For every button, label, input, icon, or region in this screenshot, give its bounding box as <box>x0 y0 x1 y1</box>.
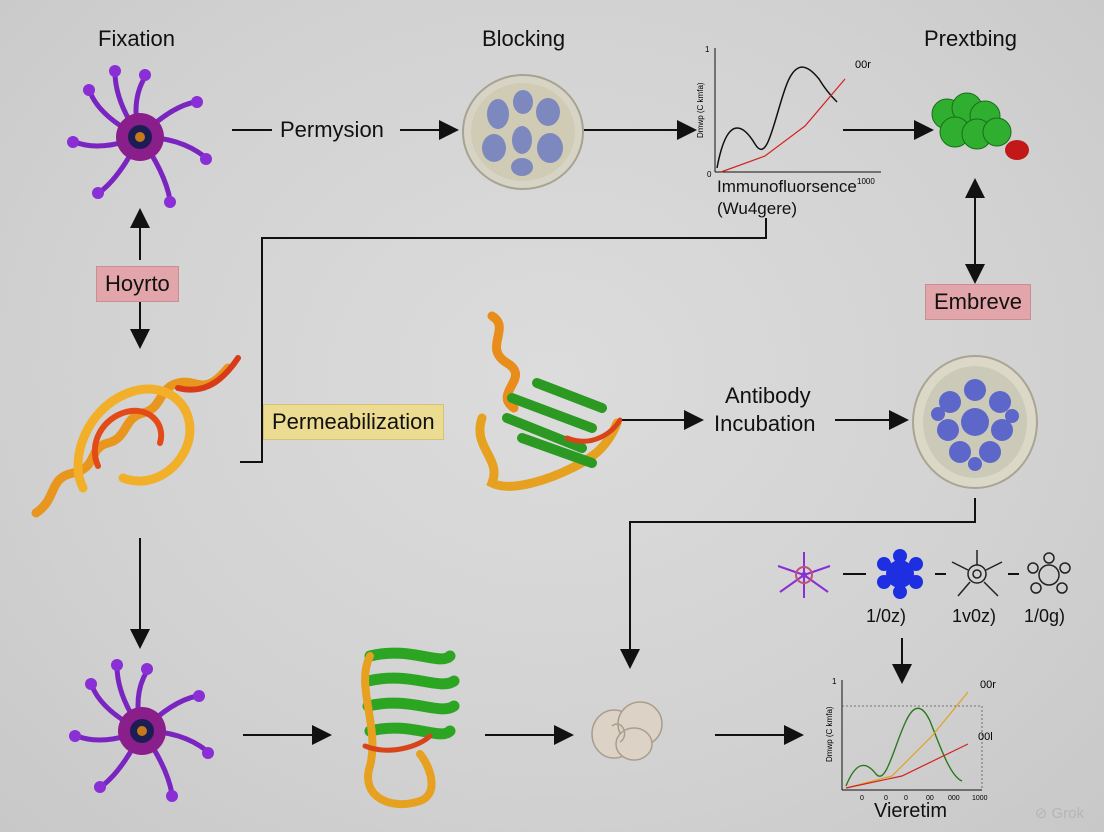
series-label-2: 1v0z) <box>952 606 997 626</box>
label-hoyrto: Hoyrto <box>96 266 179 302</box>
series-blue-icon <box>877 549 923 599</box>
antibody-line1: Antibody <box>724 383 811 408</box>
top-chart-tick-y: 1 <box>705 45 710 54</box>
watermark-text: Grok <box>1051 805 1084 822</box>
bottom-chart-xtick-2: 0 <box>904 795 908 802</box>
bottom-chart-xtick-0: 0 <box>860 795 864 802</box>
bottom-chart-series-bottom: 00l <box>978 731 993 743</box>
mixed-ribbon-icon <box>475 311 622 491</box>
label-antibody-incubation: Antibody Incubation <box>714 382 816 438</box>
immuno-line2: (Wu4gere) <box>717 199 797 218</box>
series-label-1: 1/0z) <box>866 606 907 626</box>
top-chart-series-label: 00r <box>855 59 871 71</box>
bottom-chart-orange-line <box>845 691 969 789</box>
label-blocking: Blocking <box>482 26 566 51</box>
label-prextbing: Prextbing <box>924 26 1017 51</box>
beta-sheet-icon <box>361 647 460 809</box>
series-purple-icon <box>777 552 831 598</box>
label-permeabilization: Permeabilization <box>263 404 444 440</box>
connector-cell-to-aggregate <box>620 498 976 669</box>
blocked-cell-icon <box>462 74 584 190</box>
bottom-chart-ylabel: Dmwp (C kmfa) <box>825 706 834 762</box>
bottom-chart-green-line <box>845 707 963 787</box>
series-outline-icon-2 <box>1027 552 1071 594</box>
immuno-line1: Immunofluorsence <box>717 177 857 196</box>
bottom-chart-xtick-3: 00 <box>926 795 934 802</box>
label-permysion: Permysion <box>280 117 384 142</box>
bottom-chart-red-line <box>845 743 969 789</box>
watermark: ⊘ Grok <box>1035 804 1084 822</box>
top-chart-black-line <box>716 66 838 169</box>
helix-ribbon-icon <box>31 355 241 518</box>
series-label-3: 1/0g) <box>1024 606 1066 626</box>
aggregate-icon <box>591 701 663 761</box>
watermark-logo-icon: ⊘ <box>1034 805 1048 822</box>
antibody-line2: Incubation <box>714 411 816 436</box>
top-chart-tick-origin: 0 <box>707 170 712 179</box>
connector-chart-to-left <box>240 218 767 463</box>
bottom-chart-tick-y: 1 <box>832 677 837 686</box>
bottom-chart-xtick-4: 000 <box>948 795 960 802</box>
top-chart-ylabel: Dmwp (C kmfa) <box>696 82 705 138</box>
label-fixation: Fixation <box>98 26 176 51</box>
label-immunofluorsence: Immunofluorsence (Wu4gere) <box>717 176 857 220</box>
green-protein-icon <box>931 92 1029 160</box>
bottom-chart-xtick-5: 1000 <box>972 795 988 802</box>
series-outline-icon-1 <box>951 550 1003 597</box>
bottom-chart: Dmwp (C kmfa) 1 0 0 0 00 000 1000 00r 00… <box>825 677 996 802</box>
purple-cell-icon <box>67 65 212 208</box>
bottom-chart-series-top: 00r <box>980 679 996 691</box>
purple-cell-bottom-icon <box>69 659 214 802</box>
bottom-chart-xtick-1: 0 <box>884 795 888 802</box>
top-chart: Dmwp (C kmfa) 1 0 1000 00r <box>696 45 881 186</box>
blue-cell-icon <box>912 355 1038 489</box>
top-chart-tick-x: 1000 <box>857 177 875 186</box>
label-vieretim: Vieretim <box>874 800 947 822</box>
label-embreve: Embreve <box>925 284 1032 320</box>
top-chart-red-line <box>720 78 846 173</box>
